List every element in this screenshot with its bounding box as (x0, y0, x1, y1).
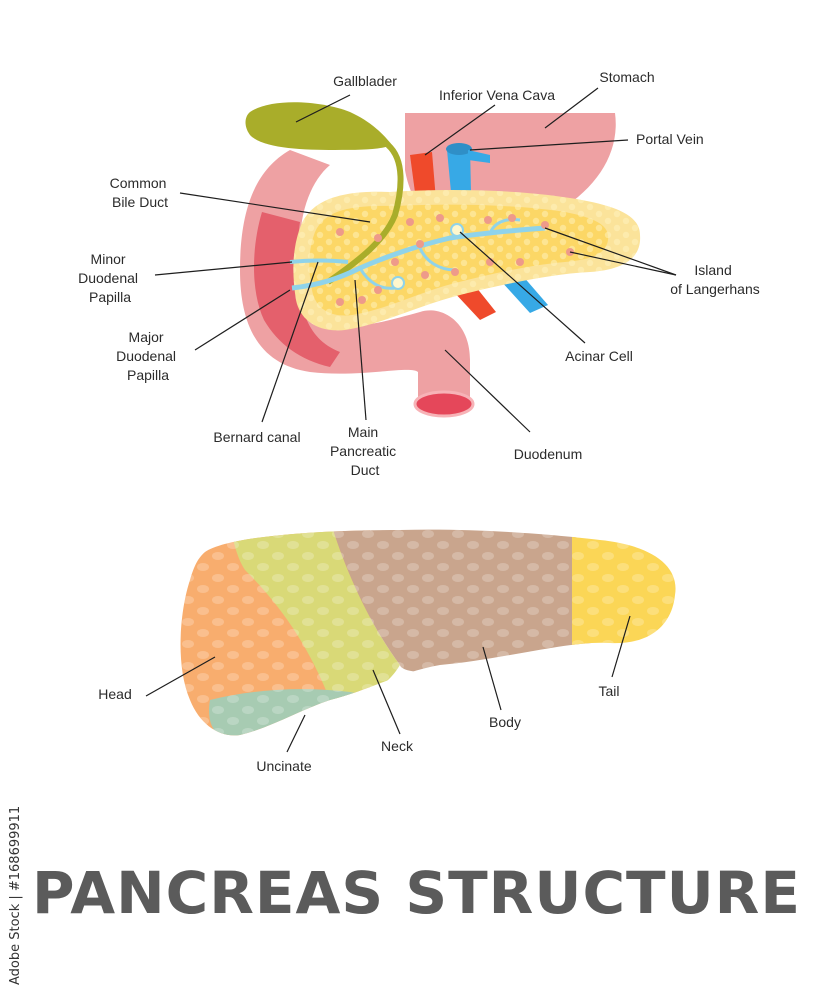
top-labels: Gallblader Inferior Vena Cava Stomach Po… (78, 69, 760, 478)
stock-credit: Adobe Stock | #168699911 (8, 805, 23, 985)
main-pancreatic-duct (291, 225, 546, 291)
portal-vein-top (446, 143, 472, 155)
duct-branch (418, 247, 456, 272)
label-common-bile-duct: Common Bile Duct (110, 175, 171, 210)
label-portal-vein: Portal Vein (636, 131, 704, 147)
label-bernard-canal: Bernard canal (213, 429, 300, 445)
portal-vein-branch (468, 150, 490, 163)
label-neck: Neck (381, 738, 414, 754)
label-island-of-langerhans: Island of Langerhans (670, 262, 760, 297)
top-anatomy (240, 102, 641, 418)
label-acinar-cell: Acinar Cell (565, 348, 633, 364)
label-body: Body (489, 714, 521, 730)
bottom-anatomy (180, 529, 676, 736)
duct-branch (488, 218, 521, 234)
bottom-leader-lines (145, 615, 631, 753)
label-uncinate: Uncinate (256, 758, 311, 774)
region-texture (180, 529, 676, 736)
islets-of-langerhans (336, 214, 574, 306)
label-major-duodenal-papilla: Major Duodenal Papilla (116, 329, 180, 383)
label-gallbladder: Gallblader (333, 73, 397, 89)
acinus (450, 223, 464, 237)
duct-branch (358, 267, 396, 290)
duodenum-opening (413, 390, 475, 418)
label-head: Head (98, 686, 131, 702)
portal-vein (447, 146, 471, 192)
top-leader-lines (154, 87, 677, 433)
label-minor-duodenal-papilla: Minor Duodenal Papilla (78, 251, 142, 305)
minor-duct (289, 258, 349, 264)
acinus (391, 276, 405, 290)
label-stomach: Stomach (599, 69, 654, 85)
page-title: PANCREAS STRUCTURE (32, 859, 801, 927)
label-tail: Tail (598, 683, 619, 699)
label-inferior-vena-cava: Inferior Vena Cava (439, 87, 555, 103)
portal-vein-lower (500, 275, 548, 313)
common-bile-duct (326, 142, 404, 285)
inferior-vena-cava (410, 152, 436, 200)
label-duodenum: Duodenum (514, 446, 583, 462)
label-main-pancreatic-duct: Main Pancreatic Duct (330, 424, 400, 478)
gallbladder (245, 102, 392, 150)
bottom-labels: Head Uncinate Neck Body Tail (98, 683, 619, 774)
pancreas-texture (293, 190, 641, 331)
